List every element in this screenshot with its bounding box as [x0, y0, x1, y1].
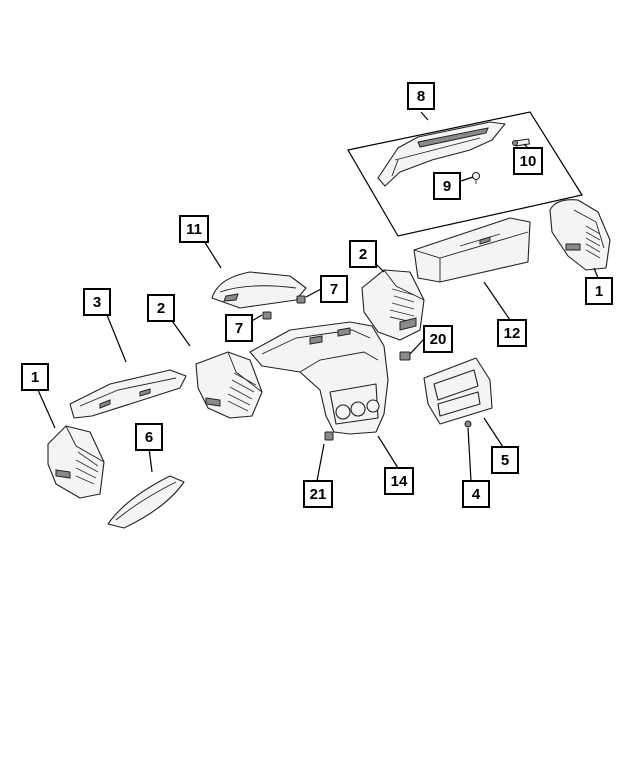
leader-lines [37, 111, 599, 482]
svg-text:1: 1 [31, 369, 39, 386]
part-1-right-vent [549, 199, 611, 271]
part-20-clip [399, 351, 411, 361]
svg-text:8: 8 [417, 88, 425, 105]
callout-20: 20 [423, 325, 453, 353]
svg-text:14: 14 [391, 473, 408, 490]
part-8-trim-panel [377, 121, 506, 187]
part-3-upper-panel [69, 369, 187, 419]
callout-3: 3 [83, 288, 111, 316]
inset-frame [347, 111, 583, 237]
part-12-storage-bin [413, 217, 531, 283]
callout-8: 8 [407, 82, 435, 110]
callout-9: 9 [433, 172, 461, 200]
svg-text:7: 7 [235, 320, 243, 337]
svg-text:11: 11 [186, 221, 202, 238]
svg-text:5: 5 [501, 452, 509, 469]
callout-11: 11 [179, 215, 209, 243]
part-1-left-vent [47, 425, 105, 499]
part-5-center-bezel [423, 357, 493, 425]
svg-text:21: 21 [310, 486, 327, 503]
svg-text:2: 2 [359, 246, 367, 263]
callout-2-right: 2 [349, 240, 377, 268]
part-2-right-vent [361, 269, 425, 341]
svg-text:1: 1 [595, 283, 603, 300]
callout-7-right: 7 [320, 275, 348, 303]
svg-text:12: 12 [504, 325, 521, 342]
part-6-closeout-panel [107, 475, 185, 529]
part-11-cluster-hood [211, 271, 307, 309]
svg-text:10: 10 [520, 153, 537, 170]
callout-21: 21 [303, 480, 333, 508]
callout-14: 14 [384, 467, 414, 495]
part-14-center-carrier [249, 321, 389, 435]
svg-text:6: 6 [145, 429, 153, 446]
svg-text:7: 7 [330, 281, 338, 298]
svg-text:20: 20 [430, 331, 447, 348]
callout-7-left: 7 [225, 314, 253, 342]
part-7-clip-left [262, 311, 272, 320]
svg-text:3: 3 [93, 294, 101, 311]
svg-text:9: 9 [443, 178, 451, 195]
callout-2-left: 2 [147, 294, 175, 322]
callout-10: 10 [513, 147, 543, 175]
part-21-clip [324, 431, 334, 441]
part-10-pin [512, 138, 530, 147]
callout-1-left: 1 [21, 363, 49, 391]
callout-6: 6 [135, 423, 163, 451]
callout-12: 12 [497, 319, 527, 347]
callout-5: 5 [491, 446, 519, 474]
svg-text:2: 2 [157, 300, 165, 317]
part-9-clip [471, 171, 481, 184]
part-2-left-vent [195, 351, 263, 419]
callout-1-right: 1 [585, 277, 613, 305]
svg-text:4: 4 [472, 486, 481, 503]
callout-4: 4 [462, 480, 490, 508]
part-7-clip-right [296, 295, 306, 304]
part-4-screw [464, 420, 472, 428]
